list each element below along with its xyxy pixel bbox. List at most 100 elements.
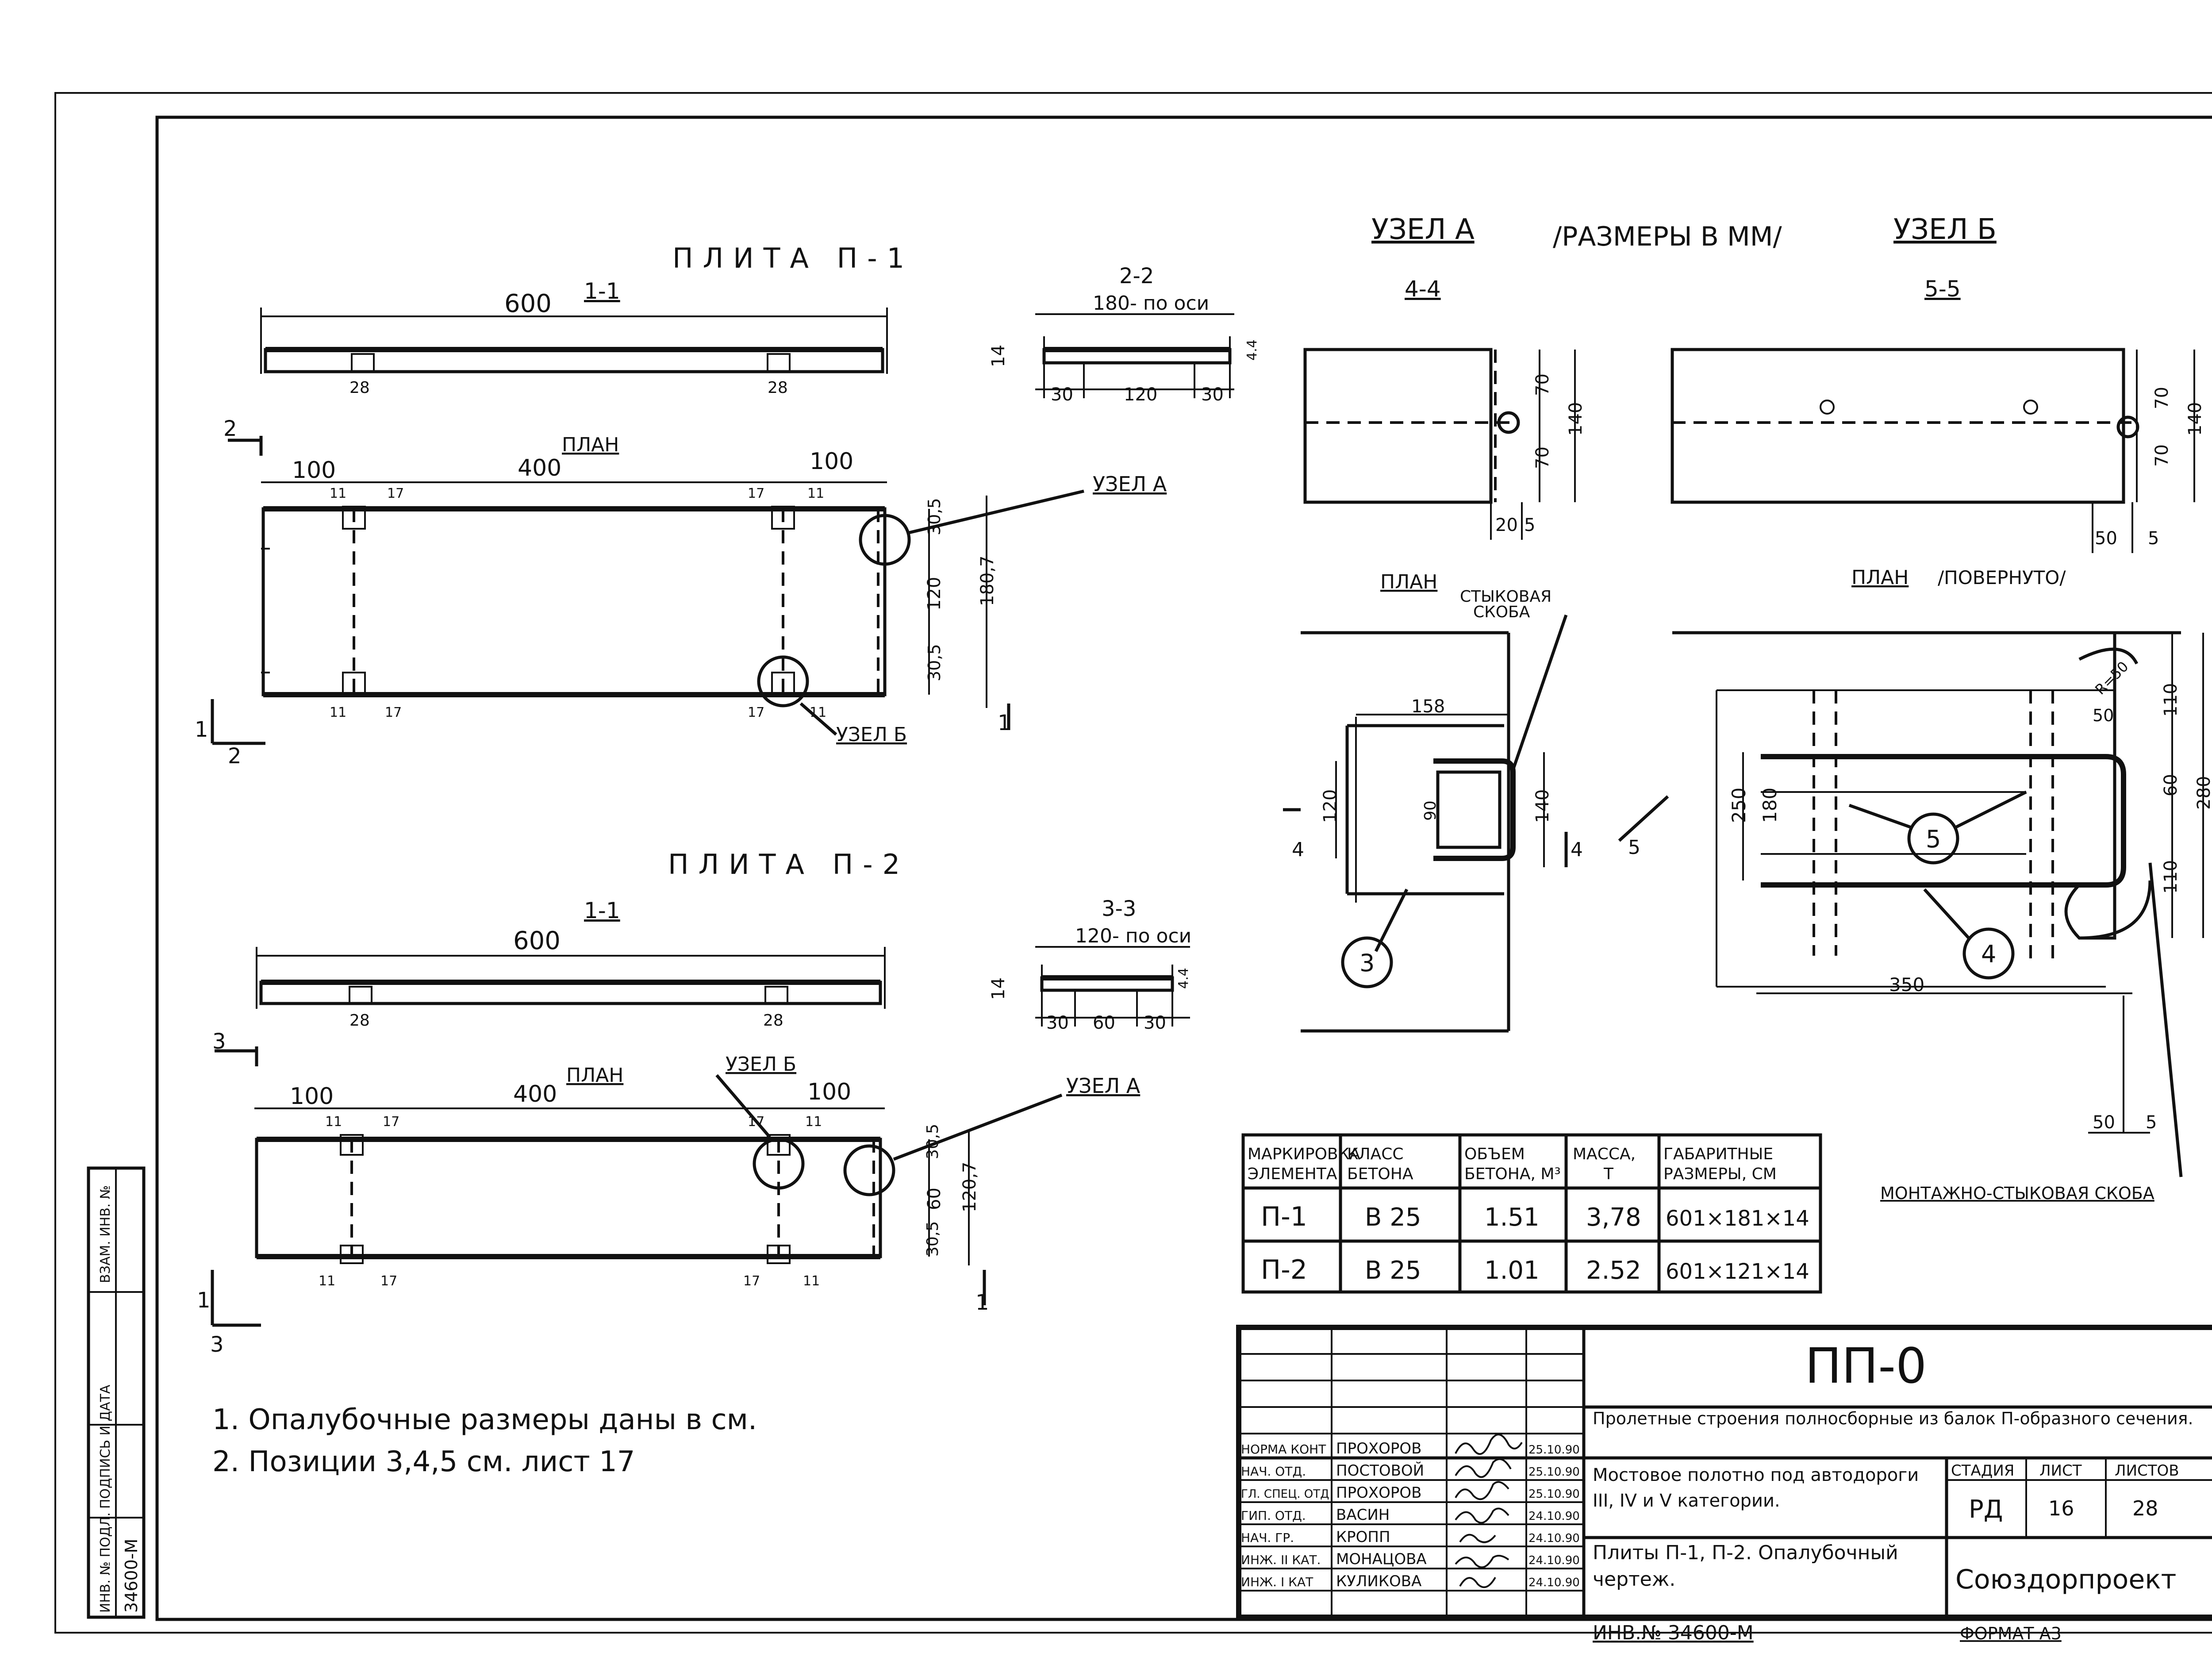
node-a-mark-4b: 4 (1571, 838, 1583, 861)
spec-header-dims-1: ГАБАРИТНЫЕ (1663, 1145, 1773, 1163)
node-b-dim-110a: 110 (2161, 683, 2181, 717)
plate-p1-right-120: 120 (924, 577, 945, 611)
node-a-dim-140: 140 (1566, 402, 1586, 436)
staff-role: НОРМА КОНТ (1241, 1442, 1326, 1457)
node-b-dim-250: 250 (1728, 788, 1750, 823)
staff-role: ГИП. ОТД. (1241, 1508, 1306, 1523)
spec-header-dims-2: РАЗМЕРЫ, СМ (1663, 1165, 1777, 1183)
spec-header-mark-1: МАРКИРОВКА (1248, 1145, 1360, 1163)
stamp-inv-value: 34600-М (122, 1539, 141, 1613)
format-label: ФОРМАТ А3 (1960, 1624, 2062, 1643)
title-stage: РД (1969, 1495, 2003, 1524)
node-a-bracket-label-1: СТЫКОВАЯ (1460, 588, 1551, 606)
plate-p2-right-120-7: 120,7 (960, 1161, 980, 1212)
staff-date: 25.10.90 (1528, 1488, 1580, 1501)
node-a-section: 4-4 (1405, 276, 1441, 302)
plate-p1-plan-17a: 17 (387, 486, 404, 501)
plate-p2-mark-3b: 3 (210, 1332, 224, 1357)
outer-frame (54, 92, 2212, 1634)
plate-p1-dim-30b: 30 (1201, 384, 1224, 405)
plate-p2-node-a: УЗЕЛ А (1066, 1074, 1141, 1098)
title-code: ПП-0 (1805, 1338, 1927, 1394)
plate-p2-dim-60: 60 (1093, 1013, 1115, 1033)
staff-name: ВАСИН (1336, 1506, 1390, 1524)
spec-header-vol-2: БЕТОНА, М³ (1464, 1165, 1561, 1183)
node-a-callout-3: 3 (1359, 949, 1375, 977)
plate-p1-plan-label: ПЛАН (562, 434, 619, 456)
spec-cell: В 25 (1365, 1256, 1421, 1285)
spec-header-class-2: БЕТОНА (1347, 1165, 1413, 1183)
plate-p1-dim-4x: 4.4 (1244, 339, 1260, 361)
spec-cell: 1.01 (1484, 1256, 1540, 1285)
node-b-section: 5-5 (1924, 276, 1961, 302)
plate-p2-right-60: 60 (924, 1188, 945, 1210)
plate-p2-plan-17a: 17 (383, 1114, 399, 1130)
staff-name: МОНАЦОВА (1336, 1550, 1427, 1568)
node-b-dim-50a: 50 (2095, 528, 2117, 549)
node-b-dim-50c: 50 (2093, 1112, 2115, 1133)
plate-p1-plan-100a: 100 (292, 457, 336, 484)
plate-p1-right-180-7: 180,7 (977, 555, 998, 606)
plate-p1-plan-11b: 11 (807, 486, 824, 501)
spec-cell: В 25 (1365, 1203, 1421, 1232)
inner-frame (155, 115, 2212, 1621)
plate-p2-mark-1b: 1 (975, 1290, 989, 1315)
node-a-dim-70b: 70 (1532, 446, 1553, 469)
plate-p2-notch-a: 28 (349, 1011, 370, 1030)
node-b-plan-note: /ПОВЕРНУТО/ (1938, 567, 2066, 588)
signature (1455, 1481, 1509, 1500)
signature (1455, 1507, 1509, 1524)
plate-p2-plan-11c: 11 (319, 1273, 335, 1289)
plate-p1-mark-1b: 1 (998, 711, 1011, 735)
plate-p2-node-b: УЗЕЛ Б (726, 1053, 796, 1076)
plate-p1-dim-120: 120 (1124, 384, 1157, 405)
plate-p1-plan-100b: 100 (810, 448, 853, 475)
node-a-mark-4a: 4 (1292, 838, 1304, 861)
spec-header-mass-2: Т (1603, 1165, 1614, 1183)
staff-date: 24.10.90 (1528, 1532, 1580, 1545)
plate-p2-notch-b: 28 (763, 1011, 783, 1030)
node-b-dim-5c: 5 (2146, 1112, 2157, 1133)
plate-p2-dim-30b: 30 (1144, 1013, 1166, 1033)
node-a-dim-120: 120 (1320, 789, 1340, 823)
staff-name: ПРОХОРОВ (1336, 1440, 1421, 1457)
staff-role: НАЧ. ГР. (1241, 1530, 1294, 1545)
spec-cell: 1.51 (1484, 1203, 1540, 1232)
spec-header-mass-1: МАССА, (1573, 1145, 1636, 1163)
staff-name: ПРОХОРОВ (1336, 1484, 1421, 1502)
plate-p2: ПЛИТА П-2 1-1 600 28 28 3-3 120- по оси … (197, 848, 1191, 1357)
plate-p2-section-3-3: 3-3 (1102, 896, 1136, 921)
plate-p2-plan-11a: 11 (325, 1114, 342, 1130)
node-b-title: УЗЕЛ Б (1893, 213, 1997, 246)
plate-p1-plan-11c: 11 (330, 705, 346, 720)
staff-date: 24.10.90 (1528, 1510, 1580, 1523)
plate-p2-title: ПЛИТА П-2 (668, 848, 910, 880)
node-b-dim-350: 350 (1889, 974, 1924, 996)
plate-p2-plan-17d: 17 (743, 1273, 760, 1289)
staff-name: КУЛИКОВА (1336, 1573, 1421, 1590)
plate-p2-plan-label: ПЛАН (566, 1064, 623, 1087)
inventory-number: ИНВ.№ 34600-М (1593, 1622, 1754, 1644)
node-a-title: УЗЕЛ А (1371, 213, 1475, 246)
plate-p1-plan-17c: 17 (385, 705, 402, 720)
node-b-plan-label: ПЛАН (1851, 566, 1909, 589)
spec-cell: 601×181×14 (1666, 1206, 1809, 1231)
title-sheets-label: ЛИСТОВ (2115, 1462, 2179, 1480)
plate-p1-dim-14: 14 (988, 345, 1009, 367)
note-1: 1. Опалубочные размеры даны в см. (212, 1403, 757, 1436)
node-a-detail: УЗЕЛ А /РАЗМЕРЫ В ММ/ 4-4 70 140 70 20 5… (1283, 213, 1782, 1033)
plate-p2-plan-17c: 17 (380, 1273, 397, 1289)
plate-p1-node-b: УЗЕЛ Б (836, 723, 907, 746)
node-b-dim-70a: 70 (2152, 387, 2172, 409)
plate-p1-plan-17d: 17 (748, 705, 764, 720)
title-sheet: 16 (2048, 1496, 2074, 1520)
plate-p1-section-label: 1-1 (584, 278, 620, 304)
plate-p2-plan-11d: 11 (803, 1273, 820, 1289)
node-b-dim-5a: 5 (2148, 528, 2159, 549)
stamp-vzam: ВЗАМ. ИНВ. № (98, 1185, 113, 1283)
side-stamp: ВЗАМ. ИНВ. № ПОДПИСЬ И ДАТА ИНВ. № ПОДЛ.… (87, 1166, 146, 1619)
staff-role: ИНЖ. I КАТ (1241, 1575, 1313, 1589)
plate-p2-mark-3a: 3 (212, 1029, 226, 1054)
spec-cell: П-1 (1261, 1201, 1307, 1232)
